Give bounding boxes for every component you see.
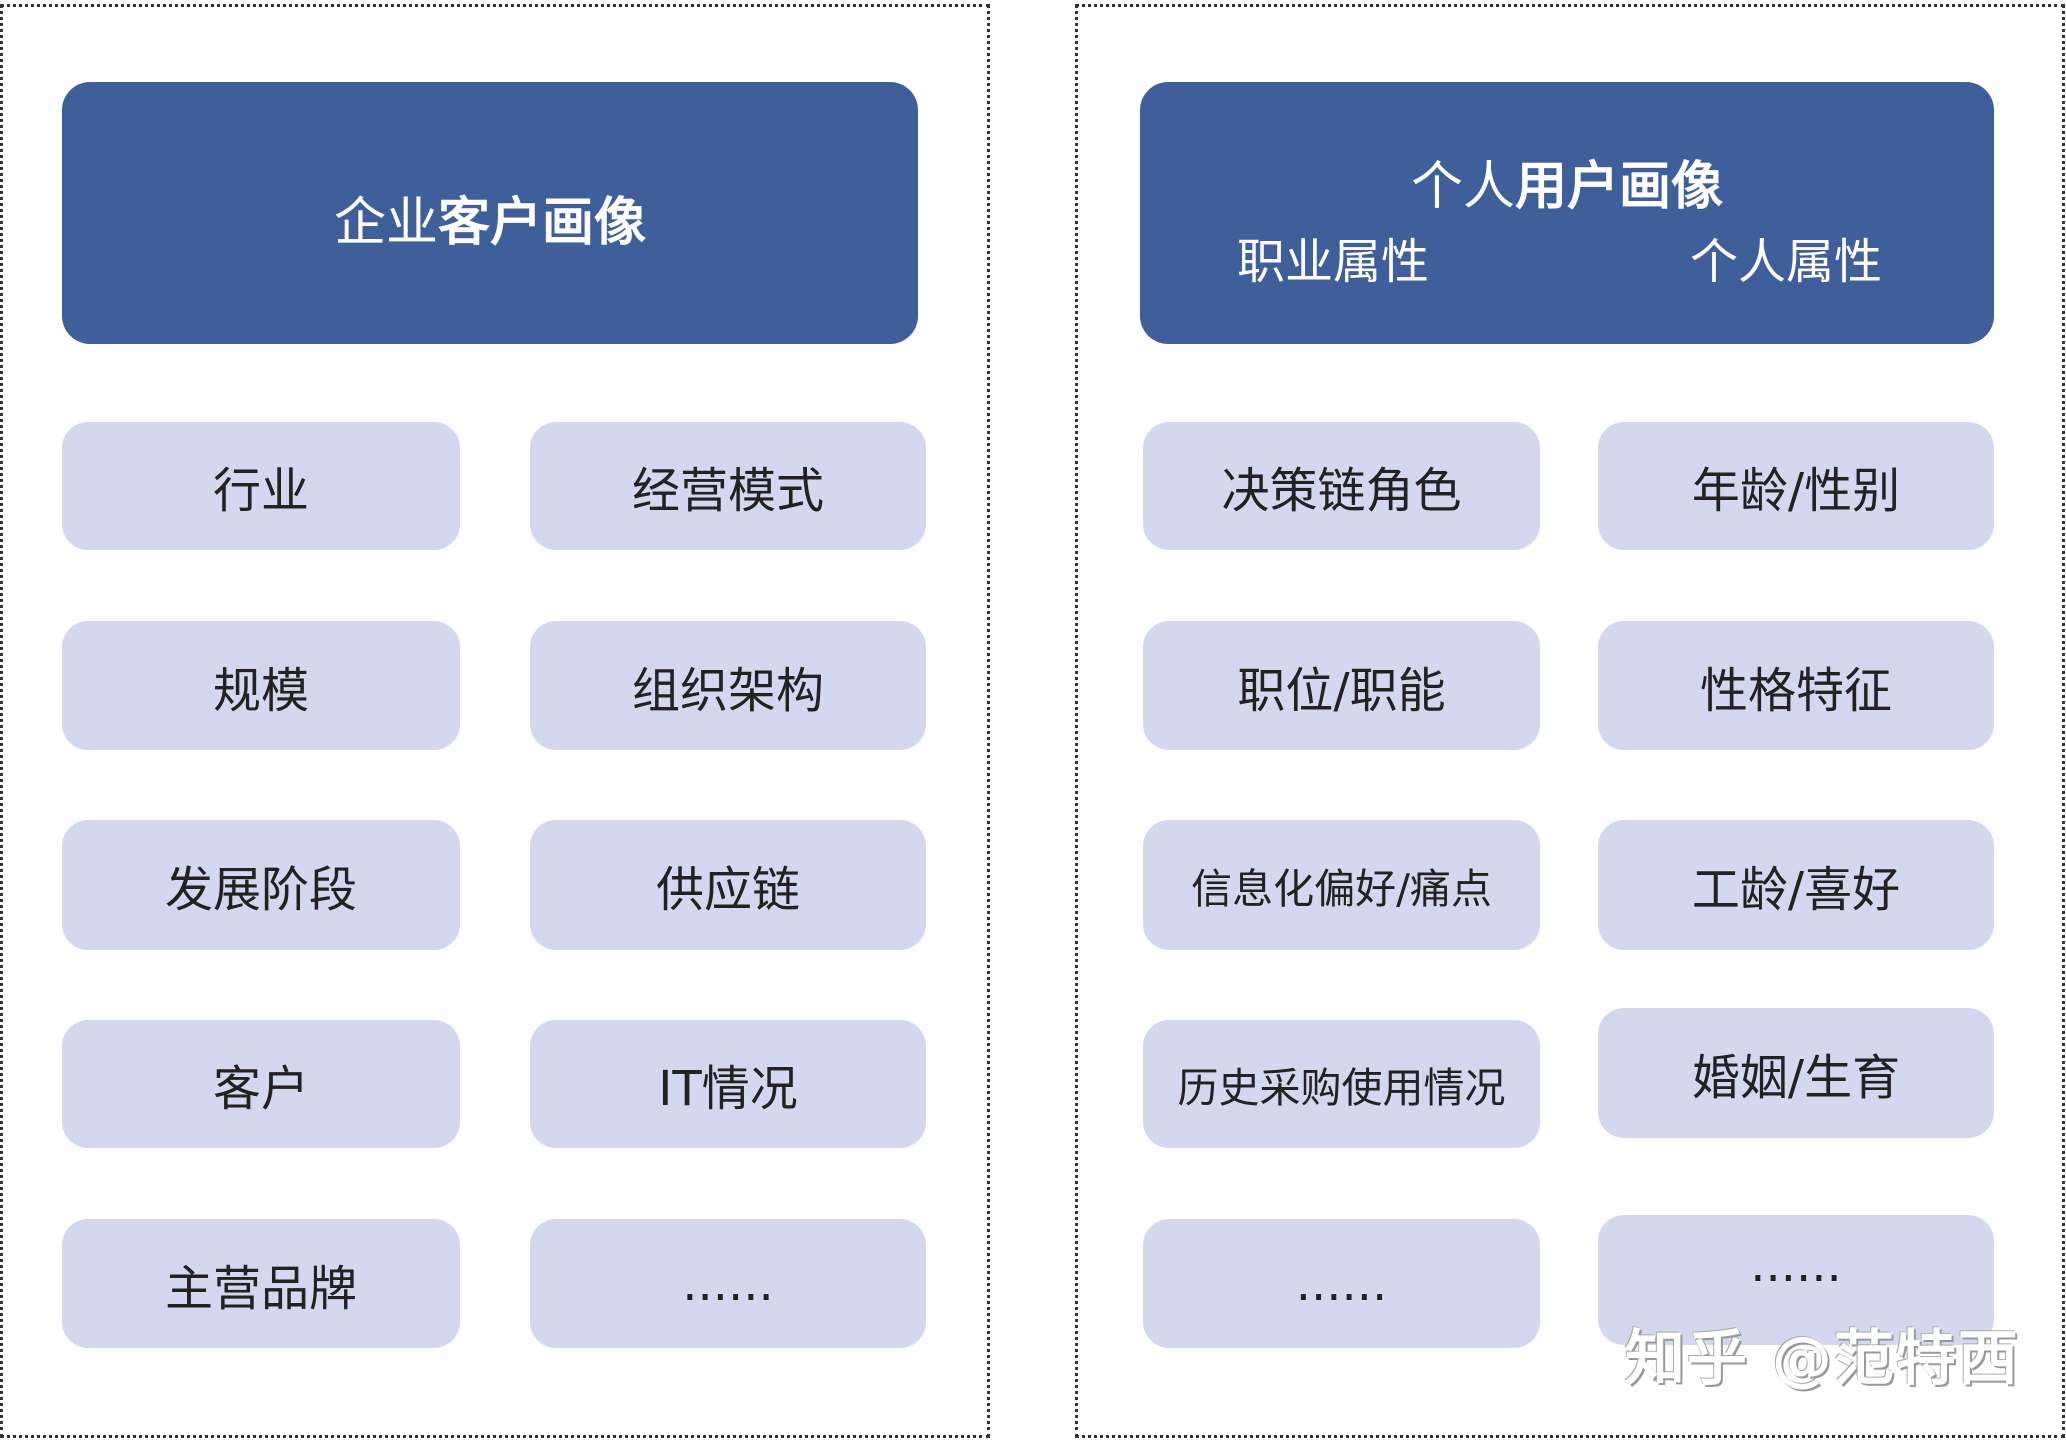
tag-purchase-history: 历史采购使用情况 [1143,1020,1540,1148]
tag-org-structure: 组织架构 [530,621,926,750]
personal-header: 个人用户画像 职业属性 个人属性 [1140,82,1994,344]
professional-attributes-label: 职业属性 [1237,234,1430,290]
tag-it-preference: 信息化偏好/痛点 [1143,820,1540,950]
tag-position-function: 职位/职能 [1143,621,1540,750]
tag-more-personal-left: ...... [1143,1219,1540,1348]
personal-panel [1075,4,2065,1438]
tag-main-brand: 主营品牌 [62,1219,460,1348]
enterprise-title: 企业客户画像 [333,193,647,253]
personal-attributes-label: 个人属性 [1690,234,1883,290]
tag-customers: 客户 [62,1020,460,1148]
tag-personality: 性格特征 [1598,621,1994,750]
tag-industry: 行业 [62,422,460,550]
watermark: 知乎 @范特西 [1625,1324,2020,1394]
tag-growth-stage: 发展阶段 [62,820,460,950]
tag-decision-role: 决策链角色 [1143,422,1540,550]
enterprise-panel [0,4,990,1438]
tag-business-model: 经营模式 [530,422,926,550]
tag-more-personal-right: ...... [1598,1215,1994,1345]
tag-it-status: IT情况 [530,1020,926,1148]
enterprise-header: 企业客户画像 [62,82,918,344]
tag-marriage-children: 婚姻/生育 [1598,1008,1994,1138]
tag-more-enterprise: ...... [530,1219,926,1348]
personal-title: 个人用户画像 [1410,157,1724,217]
tag-age-gender: 年龄/性别 [1598,422,1994,550]
tag-seniority-hobby: 工龄/喜好 [1598,820,1994,950]
tag-scale: 规模 [62,621,460,750]
tag-supply-chain: 供应链 [530,820,926,950]
